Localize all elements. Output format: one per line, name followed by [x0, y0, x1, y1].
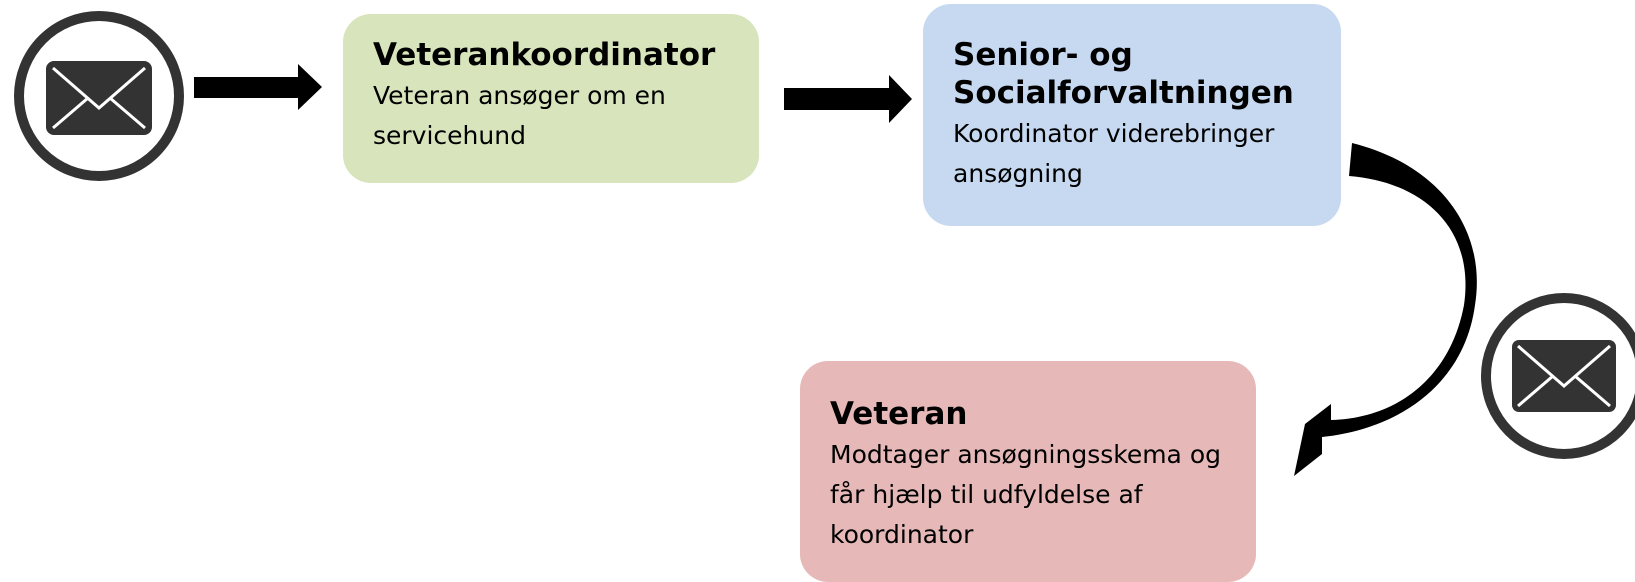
- envelope-icon: [1481, 293, 1635, 459]
- step-title: Veterankoordinator: [373, 37, 716, 73]
- step-box-senior-og-socialforvaltningen: Senior- og Socialforvaltningen Koordinat…: [923, 4, 1341, 226]
- step-text: Modtager ansøgningsskema og får hjælp ti…: [830, 440, 1221, 549]
- step-title: Veteran: [830, 396, 968, 432]
- envelope-icon: [14, 11, 184, 181]
- step-title: Senior- og Socialforvaltningen: [953, 37, 1294, 111]
- step-text: Veteran ansøger om en servicehund: [373, 81, 666, 150]
- arrow-right: [194, 64, 322, 110]
- curved-arrow: [1294, 143, 1477, 476]
- step-box-veteran: Veteran Modtager ansøgningsskema og får …: [800, 361, 1256, 582]
- arrow-right: [784, 75, 912, 123]
- step-box-veterankoordinator: Veterankoordinator Veteran ansøger om en…: [343, 14, 759, 183]
- step-text: Koordinator viderebringer ansøgning: [953, 119, 1275, 188]
